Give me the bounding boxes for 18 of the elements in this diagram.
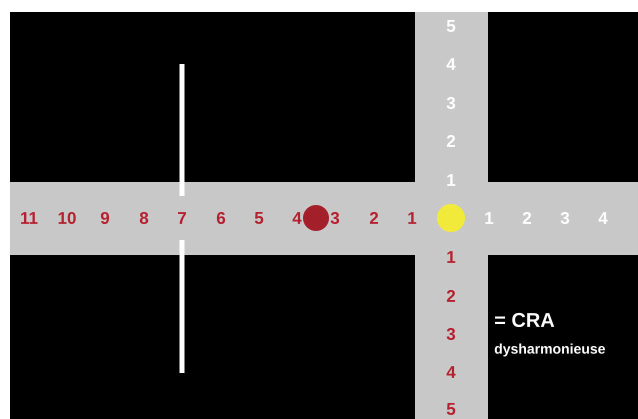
axis-number: 4 — [292, 212, 302, 224]
axis-number: 9 — [100, 212, 110, 224]
axis-number: 2 — [446, 290, 456, 302]
axis-number: 7 — [178, 212, 186, 224]
axis-number: 1 — [447, 251, 456, 263]
axis-number: 5 — [254, 212, 264, 224]
axis-number: 6 — [216, 212, 226, 224]
axis-number: 2 — [370, 212, 378, 224]
axis-number: 3 — [446, 328, 456, 340]
axis-number: 3 — [330, 212, 340, 224]
axis-number: 10 — [58, 212, 76, 224]
axis-number: 8 — [140, 212, 148, 224]
caption-text: = CRA — [495, 312, 554, 328]
caption-text: dysharmonieuse — [494, 343, 605, 356]
axis-number: 11 — [21, 212, 38, 224]
axis-number: 5 — [446, 403, 456, 415]
axis-number: 1 — [408, 212, 416, 224]
axis-number: 4 — [446, 366, 456, 378]
